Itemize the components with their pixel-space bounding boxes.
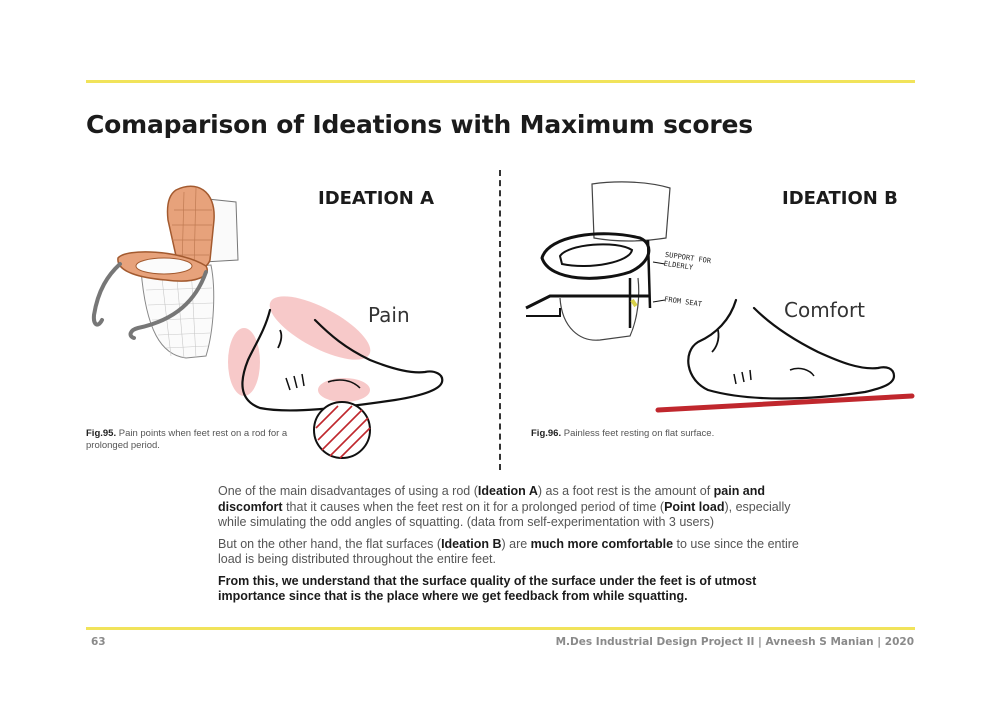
ideation-a-foot-on-rod-illustration [228,296,444,459]
p1-bold-ideation-a: Ideation A [477,484,538,498]
p1-bold-pain: pain and discomfort [218,484,766,514]
paragraph-flat-surface: But on the other hand, the flat surfaces… [218,537,800,568]
p1-text-3: that it causes when the feet rest on it … [282,499,665,514]
p1-bold-point-load: Point load [664,499,725,514]
ideation-b-label: IDEATION B [782,188,898,209]
page-title: Comaparison of Ideations with Maximum sc… [86,110,753,139]
p2-bold-comfortable: much more comfortable [530,536,674,551]
ideation-a-label: IDEATION A [318,188,435,209]
comfort-annotation: Comfort [784,298,866,322]
fig95-text: Pain points when feet rest on a rod for … [86,428,288,451]
page-number: 63 [91,636,106,648]
footer-credit: M.Des Industrial Design Project II | Avn… [555,636,914,648]
p1-text-2: ) as a foot rest is the amount of [537,484,714,498]
p1-text-4: ), especially while simulating the odd a… [218,499,791,530]
fig96-text: Painless feet resting on flat surface. [563,428,715,439]
pain-annotation: Pain [368,303,410,327]
ideation-b-foot-on-flat-surface-illustration [655,298,915,413]
fig96-caption: Fig.96. Painless feet resting on flat su… [531,428,831,440]
paragraph-point-load: One of the main disadvantages of using a… [218,484,800,531]
bottom-accent-rule [86,627,915,630]
p1-text-1: One of the main disadvantages of using a… [218,484,478,498]
p2-bold-ideation-b: Ideation B [441,536,502,551]
ideation-a-toilet-illustration [91,185,239,359]
p2-text-1: But on the other hand, the flat surfaces… [218,536,442,551]
p2-text-3: to use since the entire load is being di… [218,536,799,567]
fig95-label: Fig.95. [86,428,117,439]
top-accent-rule [86,80,915,83]
paragraph-conclusion: From this, we understand that the surfac… [218,573,757,604]
fig95-caption: Fig.95. Pain points when feet rest on a … [86,428,301,452]
fig96-label: Fig.96. [531,428,562,439]
body-text: One of the main disadvantages of using a… [218,484,800,611]
section-divider [499,170,501,470]
p2-text-2: ) are [501,536,531,551]
ideation-b-toilet-sketch [525,181,671,341]
